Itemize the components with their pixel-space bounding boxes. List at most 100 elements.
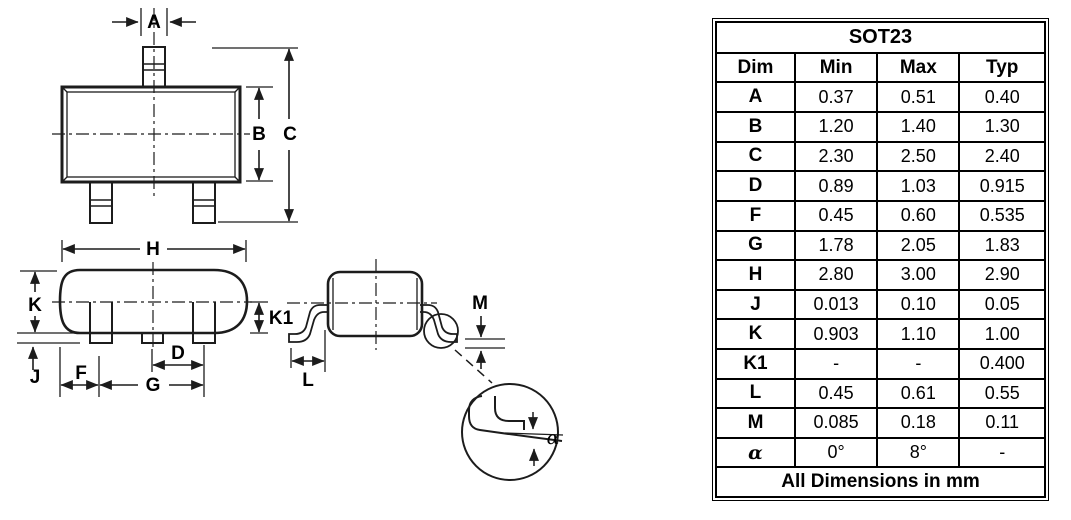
table-row: G 1.78 2.05 1.83 (715, 229, 1046, 262)
bottom-lead-right (192, 182, 216, 224)
dim-label-a: A (147, 12, 161, 33)
dim-cell: B (715, 111, 796, 143)
min-cell: 0.45 (793, 199, 879, 232)
max-cell: 2.50 (876, 140, 961, 173)
dim-label-k: K (28, 295, 42, 316)
dim-cell: M (715, 407, 796, 439)
detail-lead-outline (468, 395, 563, 442)
table-row: B 1.20 1.40 1.30 (715, 111, 1046, 143)
lead-angle-detail-circle (461, 383, 559, 481)
table-footer-row: All Dimensions in mm (715, 466, 1046, 498)
table-row: K1 - - 0.400 (715, 347, 1046, 380)
top-view (52, 8, 298, 224)
max-cell: 0.61 (876, 377, 961, 410)
table-row: H 2.80 3.00 2.90 (715, 259, 1046, 291)
package-drawing: A B C H K J F G D K1 L M α (17, 8, 564, 481)
dim-cell: G (715, 229, 796, 262)
table-footer: All Dimensions in mm (715, 466, 1046, 498)
max-cell: 0.60 (876, 199, 961, 232)
table-header-row: Dim Min Max Typ (715, 51, 1046, 84)
min-cell: 0.45 (793, 377, 879, 410)
max-cell: 2.05 (876, 229, 961, 262)
package-body-side (326, 270, 424, 338)
dim-label-m: M (472, 293, 488, 314)
typ-cell: 1.30 (958, 111, 1046, 143)
dim-cell: A (715, 81, 796, 114)
top-lead (142, 46, 166, 87)
table-row: A 0.37 0.51 0.40 (715, 81, 1046, 114)
typ-cell: 0.05 (958, 288, 1046, 321)
dim-cell: L (715, 377, 796, 410)
table-row: α 0° 8° - (715, 436, 1046, 469)
dim-cell: C (715, 140, 796, 173)
min-cell: 2.30 (793, 140, 879, 173)
typ-cell: 0.915 (958, 170, 1046, 202)
typ-cell: - (958, 436, 1046, 469)
bottom-lead-left (89, 182, 113, 224)
front-lead-left (89, 302, 113, 344)
dim-label-b: B (252, 124, 266, 145)
typ-cell: 1.00 (958, 318, 1046, 350)
table-row: L 0.45 0.61 0.55 (715, 377, 1046, 410)
typ-cell: 0.535 (958, 199, 1046, 232)
dimensions-table: SOT23 Dim Min Max Typ A 0.37 0.51 0.40 B… (712, 18, 1049, 501)
table-row: M 0.085 0.18 0.11 (715, 407, 1046, 439)
min-cell: 1.78 (793, 229, 879, 262)
typ-cell: 2.90 (958, 259, 1046, 291)
col-header-dim: Dim (715, 51, 796, 84)
col-header-min: Min (793, 51, 879, 84)
package-body-top (60, 85, 242, 184)
typ-cell: 0.400 (958, 347, 1046, 380)
front-view (17, 240, 268, 397)
dim-label-j: J (30, 367, 41, 388)
min-cell: 0° (793, 436, 879, 469)
min-cell: 0.013 (793, 288, 879, 321)
table-row: J 0.013 0.10 0.05 (715, 288, 1046, 321)
typ-cell: 1.83 (958, 229, 1046, 262)
dim-cell: F (715, 199, 796, 232)
lead-tip-callout-circle (423, 313, 459, 349)
min-cell: 0.37 (793, 81, 879, 114)
min-cell: - (793, 347, 879, 380)
front-lead-right (192, 302, 216, 344)
dim-cell: K1 (715, 347, 796, 380)
max-cell: - (876, 347, 961, 380)
dim-cell: α (715, 436, 796, 469)
dim-cell: D (715, 170, 796, 202)
col-header-typ: Typ (958, 51, 1046, 84)
dim-cell: H (715, 259, 796, 291)
dim-label-l: L (302, 370, 314, 391)
min-cell: 1.20 (793, 111, 879, 143)
typ-cell: 0.55 (958, 377, 1046, 410)
table-row: F 0.45 0.60 0.535 (715, 199, 1046, 232)
typ-cell: 2.40 (958, 140, 1046, 173)
dim-label-f: F (75, 363, 87, 384)
dim-label-k1: K1 (269, 308, 294, 329)
max-cell: 0.51 (876, 81, 961, 114)
min-cell: 2.80 (793, 259, 879, 291)
front-lead-center (141, 333, 164, 344)
dim-label-alpha: α (547, 427, 560, 449)
side-view (287, 259, 564, 481)
max-cell: 0.10 (876, 288, 961, 321)
dim-cell: K (715, 318, 796, 350)
gullwing-lead-left (288, 304, 328, 343)
table-row: K 0.903 1.10 1.00 (715, 318, 1046, 350)
dim-label-h: H (146, 239, 160, 260)
min-cell: 0.903 (793, 318, 879, 350)
max-cell: 1.10 (876, 318, 961, 350)
table-row: C 2.30 2.50 2.40 (715, 140, 1046, 173)
table-row: D 0.89 1.03 0.915 (715, 170, 1046, 202)
dim-label-d: D (171, 343, 185, 364)
col-header-max: Max (876, 51, 961, 84)
min-cell: 0.89 (793, 170, 879, 202)
max-cell: 1.40 (876, 111, 961, 143)
typ-cell: 0.40 (958, 81, 1046, 114)
table-title-row: SOT23 (715, 21, 1046, 54)
max-cell: 1.03 (876, 170, 961, 202)
max-cell: 8° (876, 436, 961, 469)
min-cell: 0.085 (793, 407, 879, 439)
max-cell: 0.18 (876, 407, 961, 439)
dim-cell: J (715, 288, 796, 321)
